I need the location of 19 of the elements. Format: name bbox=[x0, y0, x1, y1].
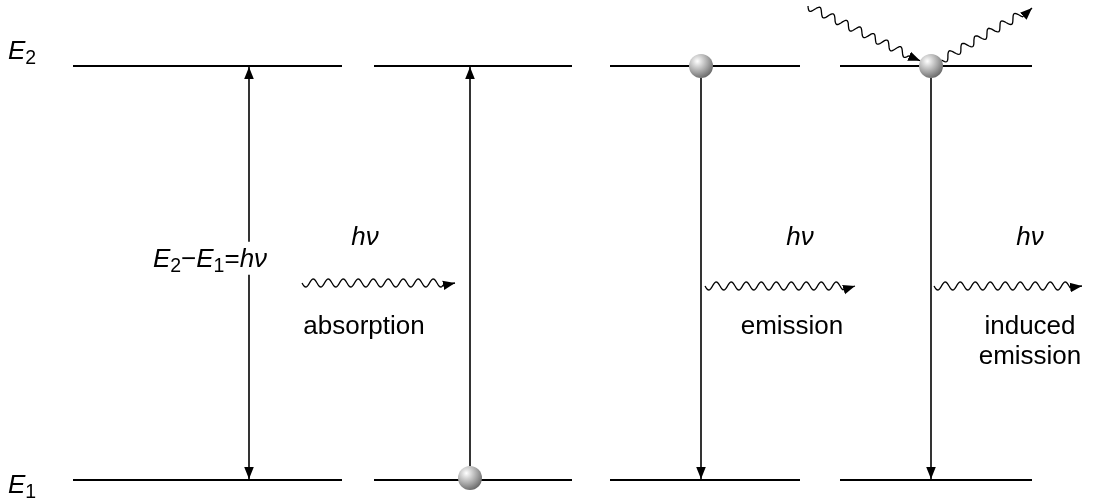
wavy-arrow bbox=[807, 5, 921, 62]
arrow bbox=[696, 77, 706, 480]
photon-energy-label: hν bbox=[785, 221, 815, 251]
energy-level-line bbox=[73, 479, 342, 481]
arrow bbox=[926, 77, 936, 480]
energy-level-line bbox=[374, 65, 572, 67]
energy-level-line bbox=[610, 479, 800, 481]
text-label: E$_{1}$ bbox=[7, 469, 37, 498]
arrow bbox=[244, 66, 254, 480]
text-label: E$_{2}$ bbox=[7, 35, 37, 65]
photon-energy-label: hν bbox=[1015, 221, 1045, 251]
text-label: absorption bbox=[302, 310, 426, 340]
text-label: induced emission bbox=[977, 310, 1083, 370]
text-label: emission bbox=[739, 310, 845, 340]
energy-level-line bbox=[73, 65, 342, 67]
wavy-arrow bbox=[940, 7, 1033, 63]
photon-energy-label: hν bbox=[350, 221, 380, 251]
arrow bbox=[465, 66, 475, 467]
energy-level-line bbox=[840, 479, 1032, 481]
